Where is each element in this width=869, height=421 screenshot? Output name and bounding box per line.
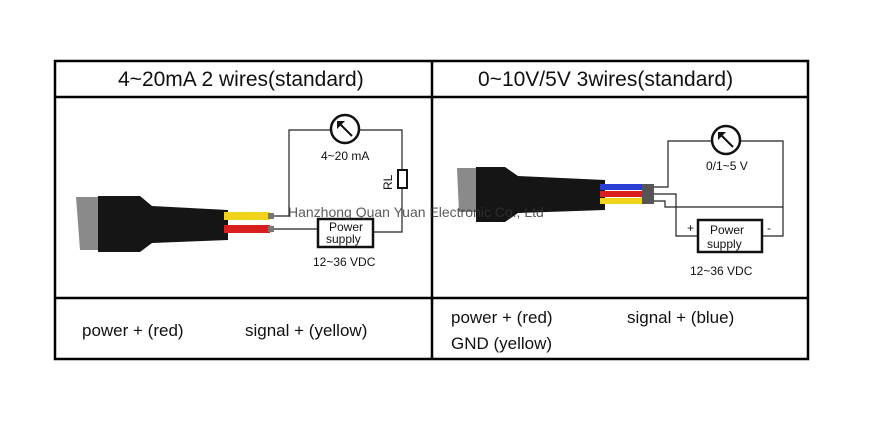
right-plug [457, 168, 481, 212]
left-voltage-label: 12~36 VDC [313, 255, 376, 269]
left-plug [76, 197, 103, 250]
right-yellow-wire [600, 198, 644, 204]
left-signal-loop [274, 129, 330, 217]
right-voltage-label: 12~36 VDC [690, 264, 753, 278]
right-supply-label-1: Power [710, 223, 744, 237]
right-cable-body [476, 167, 605, 222]
right-panel-title: 0~10V/5V 3wires(standard) [478, 68, 733, 91]
right-sensor-cable [457, 167, 654, 222]
left-meter-to-resistor [360, 129, 403, 170]
right-power-line [654, 193, 698, 237]
left-yellow-wire [224, 212, 270, 220]
left-wire-tip-red [268, 226, 274, 232]
right-wire-gnd-label: GND (yellow) [451, 334, 552, 353]
right-plus-sign: + [687, 221, 694, 235]
watermark: Hanzhong Quan Yuan Electronic Co., Ltd [288, 204, 544, 220]
left-wire-power-label: power + (red) [82, 321, 184, 340]
right-wire-signal-label: signal + (blue) [627, 308, 734, 327]
left-power-supply [316, 217, 375, 249]
left-cable-body [98, 196, 228, 252]
left-meter-label: 4~20 mA [321, 149, 369, 163]
resistor-label: RL [381, 174, 395, 190]
right-meter-to-gnd [740, 140, 784, 237]
left-sensor-cable [76, 196, 274, 252]
left-supply-label-1: Power [329, 220, 363, 234]
left-panel-title: 4~20mA 2 wires(standard) [118, 68, 364, 91]
right-red-wire [600, 191, 644, 197]
left-wire-signal-label: signal + (yellow) [245, 321, 367, 340]
right-minus-sign: - [767, 221, 771, 235]
left-wire-tip-yellow [268, 213, 274, 219]
left-supply-label-2: supply [326, 232, 361, 246]
left-red-wire [224, 225, 270, 233]
left-resistor-to-supply [373, 188, 403, 233]
right-blue-wire [600, 184, 644, 190]
right-voltage-meter [710, 124, 742, 156]
right-meter-label: 0/1~5 V [706, 159, 748, 173]
right-wire-tips [642, 184, 654, 204]
right-gnd-line [654, 200, 783, 208]
load-resistor [397, 169, 408, 189]
right-power-supply [696, 218, 764, 254]
left-current-meter [329, 113, 361, 145]
right-supply-label-2: supply [707, 237, 742, 251]
right-wire-power-label: power + (red) [451, 308, 553, 327]
right-signal-loop [654, 140, 712, 188]
